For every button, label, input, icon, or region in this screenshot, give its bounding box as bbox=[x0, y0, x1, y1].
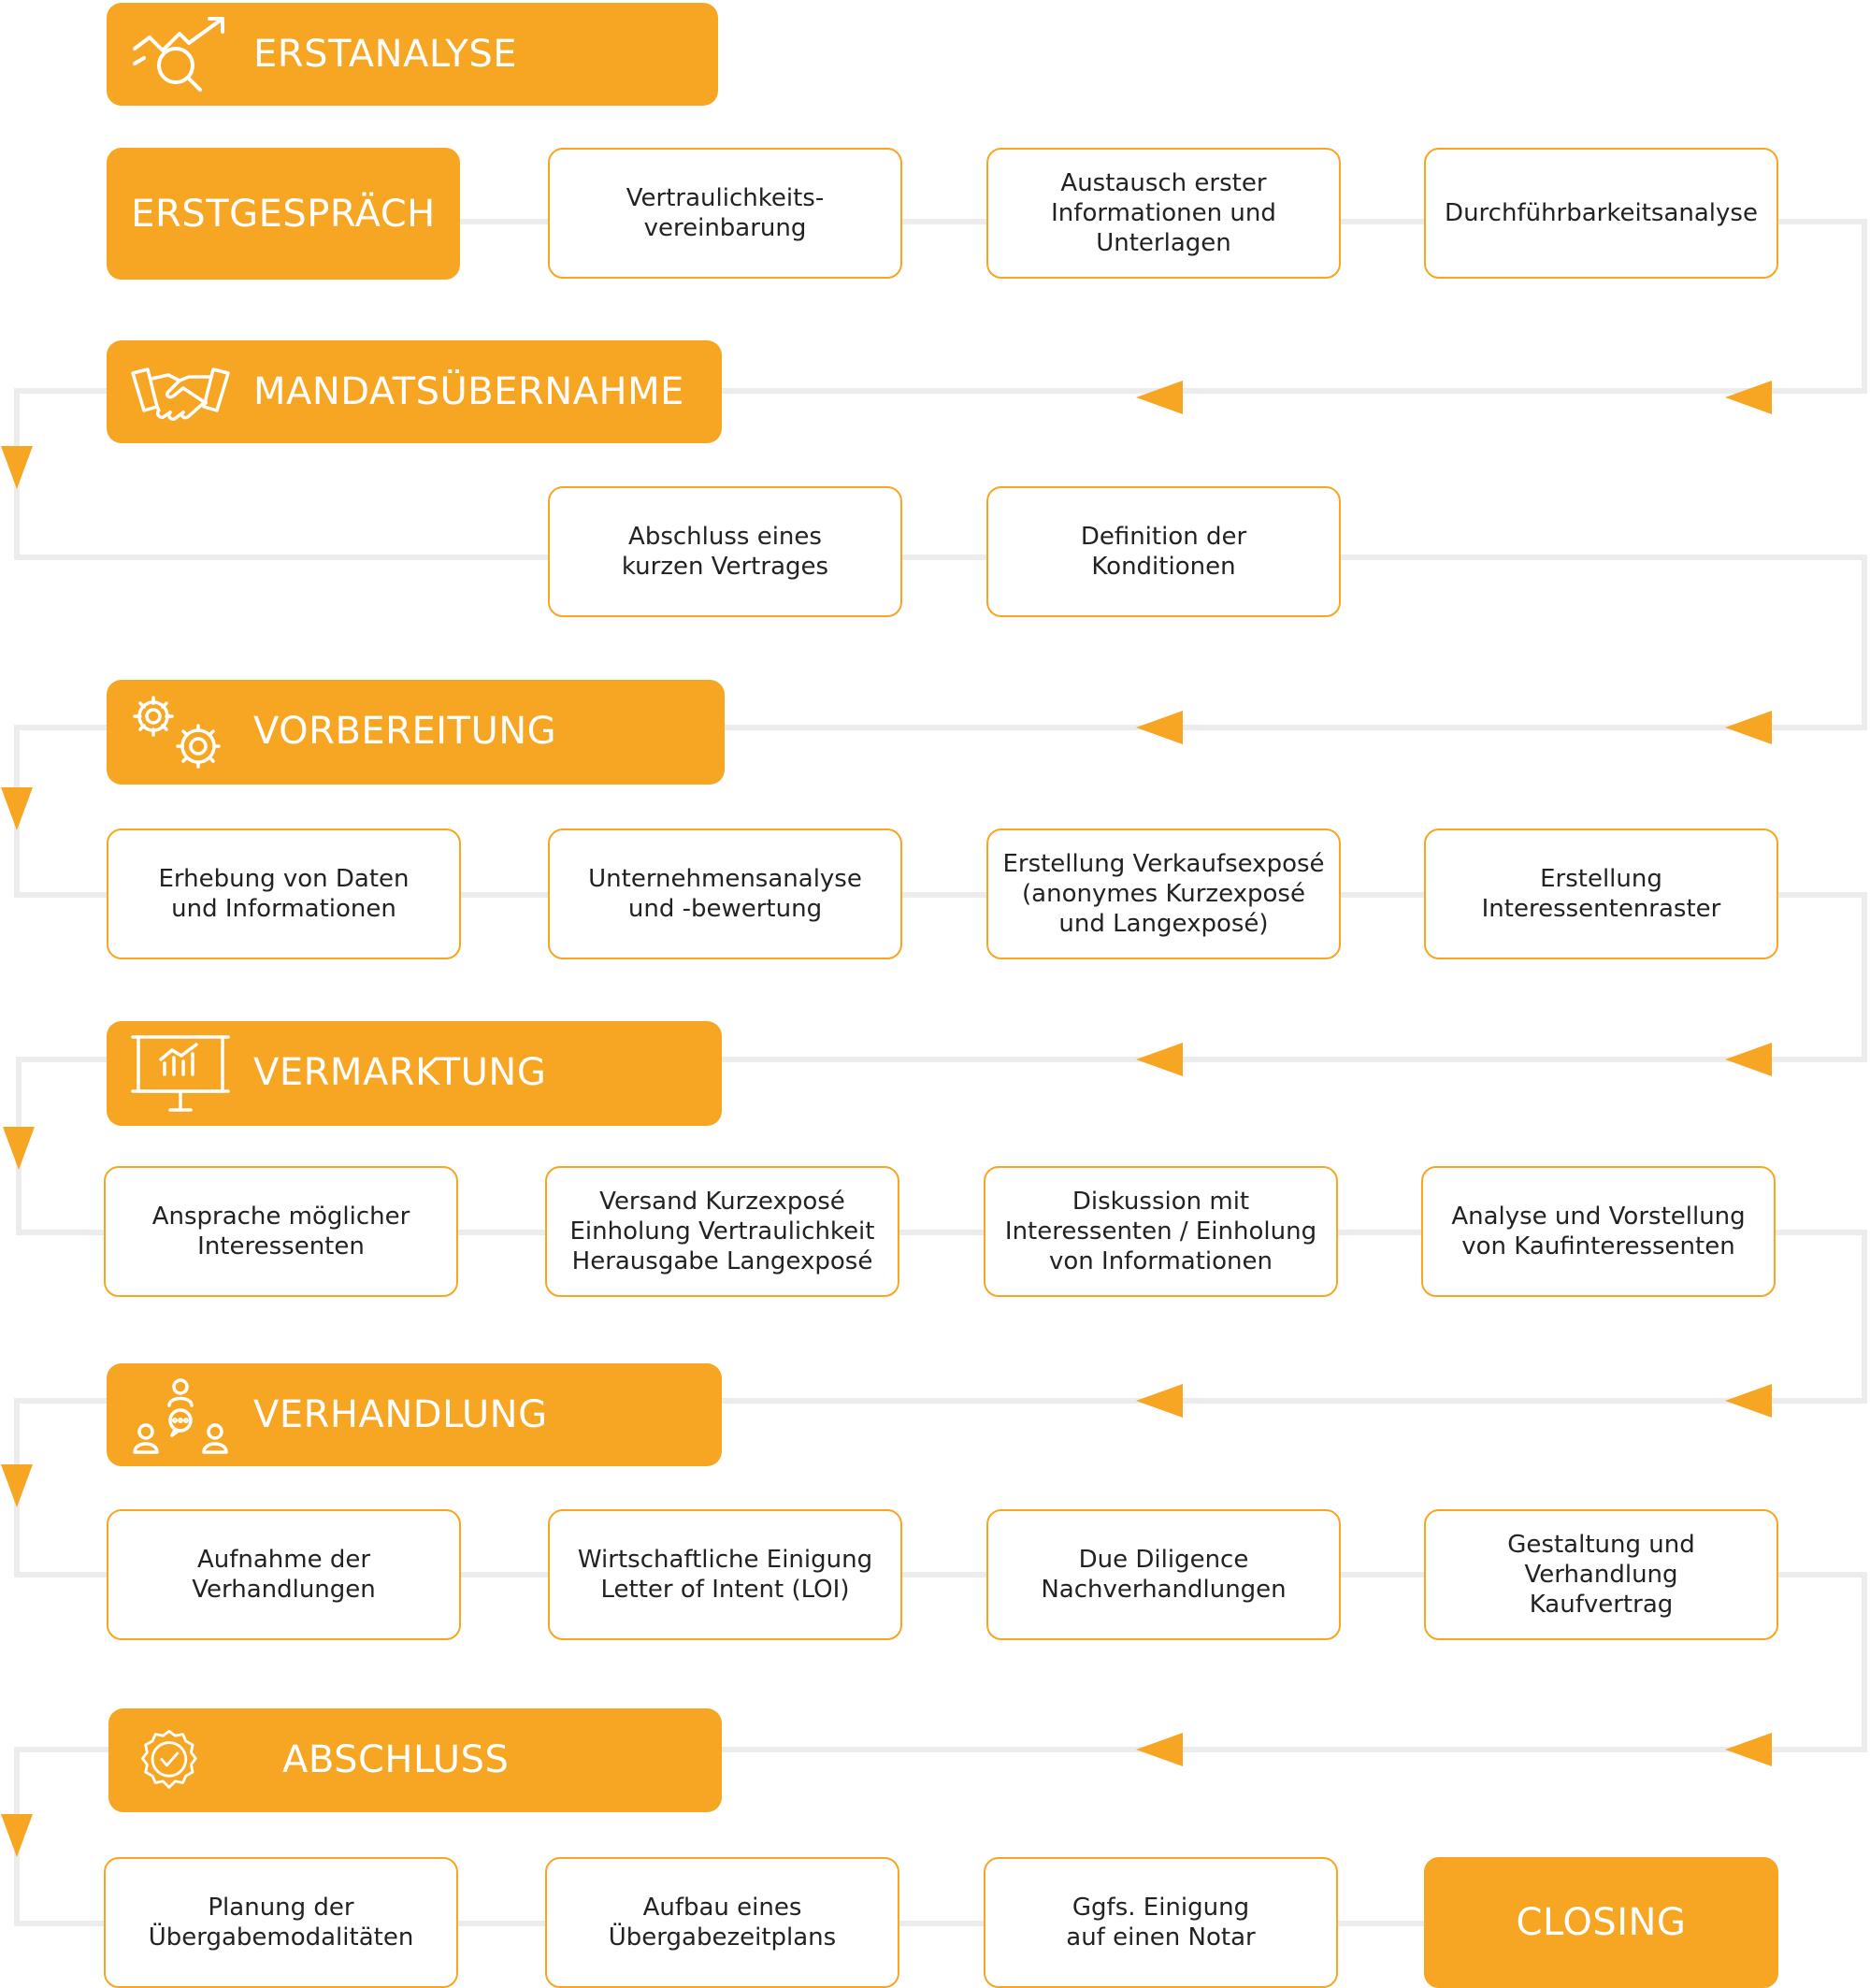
step-wirtschaftliche-einigung: Wirtschaftliche Einigung Letter of Inten… bbox=[548, 1509, 902, 1640]
flow-arrow-left bbox=[1725, 1733, 1772, 1766]
step-label: Erhebung von Daten und Informationen bbox=[158, 865, 410, 923]
phase-title: VERMARKTUNG bbox=[253, 1051, 547, 1094]
step-definition-konditionen: Definition der Konditionen bbox=[986, 486, 1341, 617]
gears-icon bbox=[133, 696, 221, 769]
flow-arrow-left bbox=[1136, 1384, 1183, 1418]
step-label: Gestaltung und Verhandlung Kaufvertrag bbox=[1507, 1531, 1695, 1619]
step-interessentenraster: Erstellung Interessentenraster bbox=[1424, 828, 1778, 959]
step-label: Planung der Übergabemodalitäten bbox=[148, 1894, 414, 1952]
step-label: Due Diligence Nachverhandlungen bbox=[1041, 1546, 1287, 1604]
step-uebergabemodalitaeten: Planung der Übergabemodalitäten bbox=[104, 1857, 458, 1988]
step-label: Vertraulichkeits- vereinbarung bbox=[626, 184, 825, 242]
step-uebergabezeitplan: Aufbau eines Übergabezeitplans bbox=[545, 1857, 899, 1988]
step-vertraulichkeit: Vertraulichkeits- vereinbarung bbox=[548, 148, 902, 279]
step-notar: Ggfs. Einigung auf einen Notar bbox=[984, 1857, 1338, 1988]
step-closing: CLOSING bbox=[1424, 1857, 1778, 1988]
step-label: Durchführbarkeitsanalyse bbox=[1445, 199, 1758, 227]
step-label: ERSTGESPRÄCH bbox=[131, 192, 436, 236]
flow-arrow-left bbox=[1725, 711, 1772, 744]
phase-title: MANDATSÜBERNAHME bbox=[253, 370, 684, 413]
step-durchfuehrbarkeit: Durchführbarkeitsanalyse bbox=[1424, 148, 1778, 279]
step-ansprache: Ansprache möglicher Interessenten bbox=[104, 1166, 458, 1297]
flow-arrow-left bbox=[1725, 1384, 1772, 1418]
flow-arrow-down bbox=[1, 787, 33, 830]
flow-arrow-left bbox=[1136, 1043, 1183, 1076]
step-label: Erstellung Verkaufsexposé (anonymes Kurz… bbox=[1002, 850, 1325, 938]
step-due-diligence: Due Diligence Nachverhandlungen bbox=[986, 1509, 1341, 1640]
step-label: Unternehmensanalyse und -bewertung bbox=[588, 865, 862, 923]
step-label: Ggfs. Einigung auf einen Notar bbox=[1066, 1894, 1256, 1952]
step-versand: Versand Kurzexposé Einholung Vertraulich… bbox=[545, 1166, 899, 1297]
step-aufnahme: Aufnahme der Verhandlungen bbox=[107, 1509, 461, 1640]
phase-title: ERSTANALYSE bbox=[253, 33, 518, 76]
flow-arrow-down bbox=[1, 1464, 33, 1507]
step-label: Abschluss eines kurzen Vertrages bbox=[621, 523, 829, 581]
step-erstgespraech: ERSTGESPRÄCH bbox=[107, 148, 460, 280]
flow-arrow-down bbox=[3, 1127, 35, 1170]
flow-arrow-left bbox=[1136, 381, 1183, 414]
step-label: Austausch erster Informationen und Unter… bbox=[1051, 169, 1276, 257]
phase-title: ABSCHLUSS bbox=[282, 1738, 510, 1781]
step-label: Analyse und Vorstellung von Kaufinteress… bbox=[1451, 1203, 1746, 1261]
phase-vermarktung: VERMARKTUNG bbox=[107, 1021, 722, 1126]
step-austausch: Austausch erster Informationen und Unter… bbox=[986, 148, 1341, 279]
step-abschluss-vertrag: Abschluss eines kurzen Vertrages bbox=[548, 486, 902, 617]
meeting-people-icon bbox=[133, 1378, 228, 1454]
flow-arrow-left bbox=[1136, 1733, 1183, 1766]
step-verkaufsexpose: Erstellung Verkaufsexposé (anonymes Kurz… bbox=[986, 828, 1341, 959]
flow-arrow-down bbox=[1, 446, 33, 489]
step-label: Wirtschaftliche Einigung Letter of Inten… bbox=[577, 1546, 873, 1604]
phase-mandatsuebernahme: MANDATSÜBERNAHME bbox=[107, 340, 722, 443]
check-badge-icon bbox=[141, 1729, 197, 1789]
flow-arrow-left bbox=[1725, 381, 1772, 414]
step-erhebung: Erhebung von Daten und Informationen bbox=[107, 828, 461, 959]
phase-erstanalyse: ERSTANALYSE bbox=[107, 3, 718, 106]
step-unternehmensanalyse: Unternehmensanalyse und -bewertung bbox=[548, 828, 902, 959]
step-label: Aufnahme der Verhandlungen bbox=[192, 1546, 376, 1604]
phase-vorbereitung: VORBEREITUNG bbox=[107, 680, 725, 785]
step-diskussion: Diskussion mit Interessenten / Einholung… bbox=[984, 1166, 1338, 1297]
presentation-board-icon bbox=[131, 1035, 230, 1112]
step-label: CLOSING bbox=[1516, 1901, 1687, 1944]
step-label: Definition der Konditionen bbox=[1080, 523, 1247, 581]
handshake-icon bbox=[131, 367, 230, 422]
phase-title: VERHANDLUNG bbox=[253, 1393, 548, 1436]
analysis-chart-icon bbox=[133, 17, 224, 92]
step-label: Aufbau eines Übergabezeitplans bbox=[608, 1894, 837, 1952]
phase-abschluss: ABSCHLUSS bbox=[108, 1708, 722, 1812]
flow-arrow-left bbox=[1725, 1043, 1772, 1076]
step-label: Ansprache möglicher Interessenten bbox=[151, 1203, 410, 1261]
step-kaufvertrag: Gestaltung und Verhandlung Kaufvertrag bbox=[1424, 1509, 1778, 1640]
step-label: Erstellung Interessentenraster bbox=[1481, 865, 1721, 923]
phase-title: VORBEREITUNG bbox=[253, 710, 557, 753]
flow-arrow-left bbox=[1136, 711, 1183, 744]
step-label: Versand Kurzexposé Einholung Vertraulich… bbox=[569, 1188, 875, 1275]
flow-arrow-down bbox=[1, 1814, 33, 1857]
step-analyse-vorstellung: Analyse und Vorstellung von Kaufinteress… bbox=[1421, 1166, 1776, 1297]
step-label: Diskussion mit Interessenten / Einholung… bbox=[1004, 1188, 1317, 1275]
phase-verhandlung: VERHANDLUNG bbox=[107, 1363, 722, 1466]
